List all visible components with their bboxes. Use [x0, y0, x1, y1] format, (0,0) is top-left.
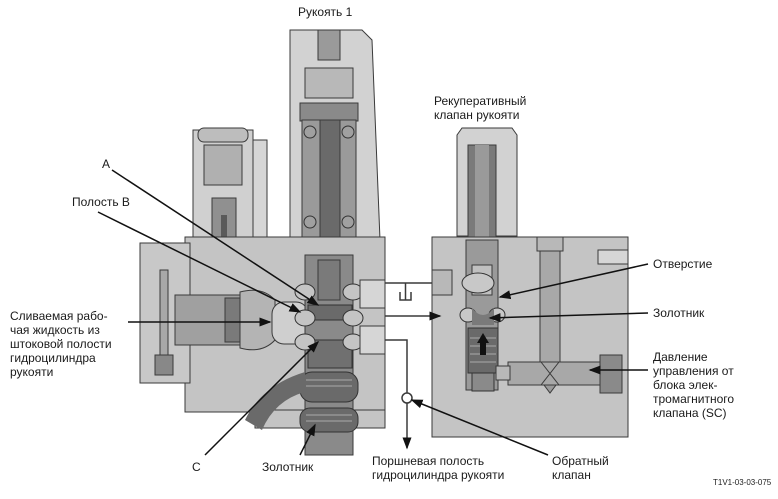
check-valve-symbol — [401, 392, 413, 404]
label-regen-valve-line-2: клапан рукояти — [434, 108, 520, 122]
label-a: A — [102, 157, 111, 171]
label-pilot-pressure-line-5: клапана (SC) — [653, 406, 727, 420]
label-check-valve: Обратный клапан — [552, 454, 609, 482]
regenerative-valve-body — [431, 127, 629, 438]
label-handle-1: Рукоять 1 — [298, 5, 353, 19]
leader-spool-bottom — [299, 423, 316, 456]
leader-lines — [97, 169, 649, 456]
label-piston-cavity-line-1: Поршневая полость — [372, 454, 485, 468]
label-drain-fluid: Сливаемая рабо- чая жидкость из штоковой… — [10, 309, 112, 379]
leader-spool-right — [488, 312, 649, 323]
hydraulic-lines — [385, 282, 442, 450]
label-pilot-pressure-line-3: блока элек- — [653, 378, 718, 392]
label-piston-cavity-line-2: гидроцилиндра рукояти — [372, 468, 505, 482]
label-pilot-pressure-line-2: управления от — [653, 364, 734, 378]
label-regen-valve-line-1: Рекуперативный — [434, 94, 527, 108]
label-drain-fluid-line-4: гидроцилиндра — [10, 351, 96, 365]
label-drain-fluid-line-5: рукояти — [10, 365, 54, 379]
leader-orifice — [498, 263, 649, 300]
label-drain-fluid-line-2: чая жидкость из — [10, 323, 100, 337]
label-piston-cavity: Поршневая полость гидроцилиндра рукояти — [372, 454, 504, 482]
label-spool-bottom: Золотник — [262, 460, 314, 474]
label-spool-right: Золотник — [653, 306, 705, 320]
label-orifice: Отверстие — [653, 257, 713, 271]
label-c: C — [192, 460, 201, 474]
label-pilot-pressure: Давление управления от блока элек- трома… — [653, 350, 734, 420]
leader-c — [204, 340, 320, 456]
label-drain-fluid-line-1: Сливаемая рабо- — [10, 309, 108, 323]
label-drain-fluid-line-3: штоковой полости — [10, 337, 112, 351]
figure-code: T1V1-03-03-075 — [713, 478, 772, 487]
label-pilot-pressure-line-1: Давление — [653, 350, 708, 364]
label-cavity-b: Полость B — [72, 195, 130, 209]
label-check-valve-line-1: Обратный — [552, 454, 609, 468]
leader-a — [111, 169, 320, 306]
label-check-valve-line-2: клапан — [552, 468, 591, 482]
label-regen-valve: Рекуперативный клапан рукояти — [434, 94, 526, 122]
main-valve-body — [139, 29, 386, 456]
label-pilot-pressure-line-4: тромагнитного — [653, 392, 735, 406]
leader-cavity-b — [97, 211, 302, 313]
leader-check-valve — [410, 399, 549, 456]
